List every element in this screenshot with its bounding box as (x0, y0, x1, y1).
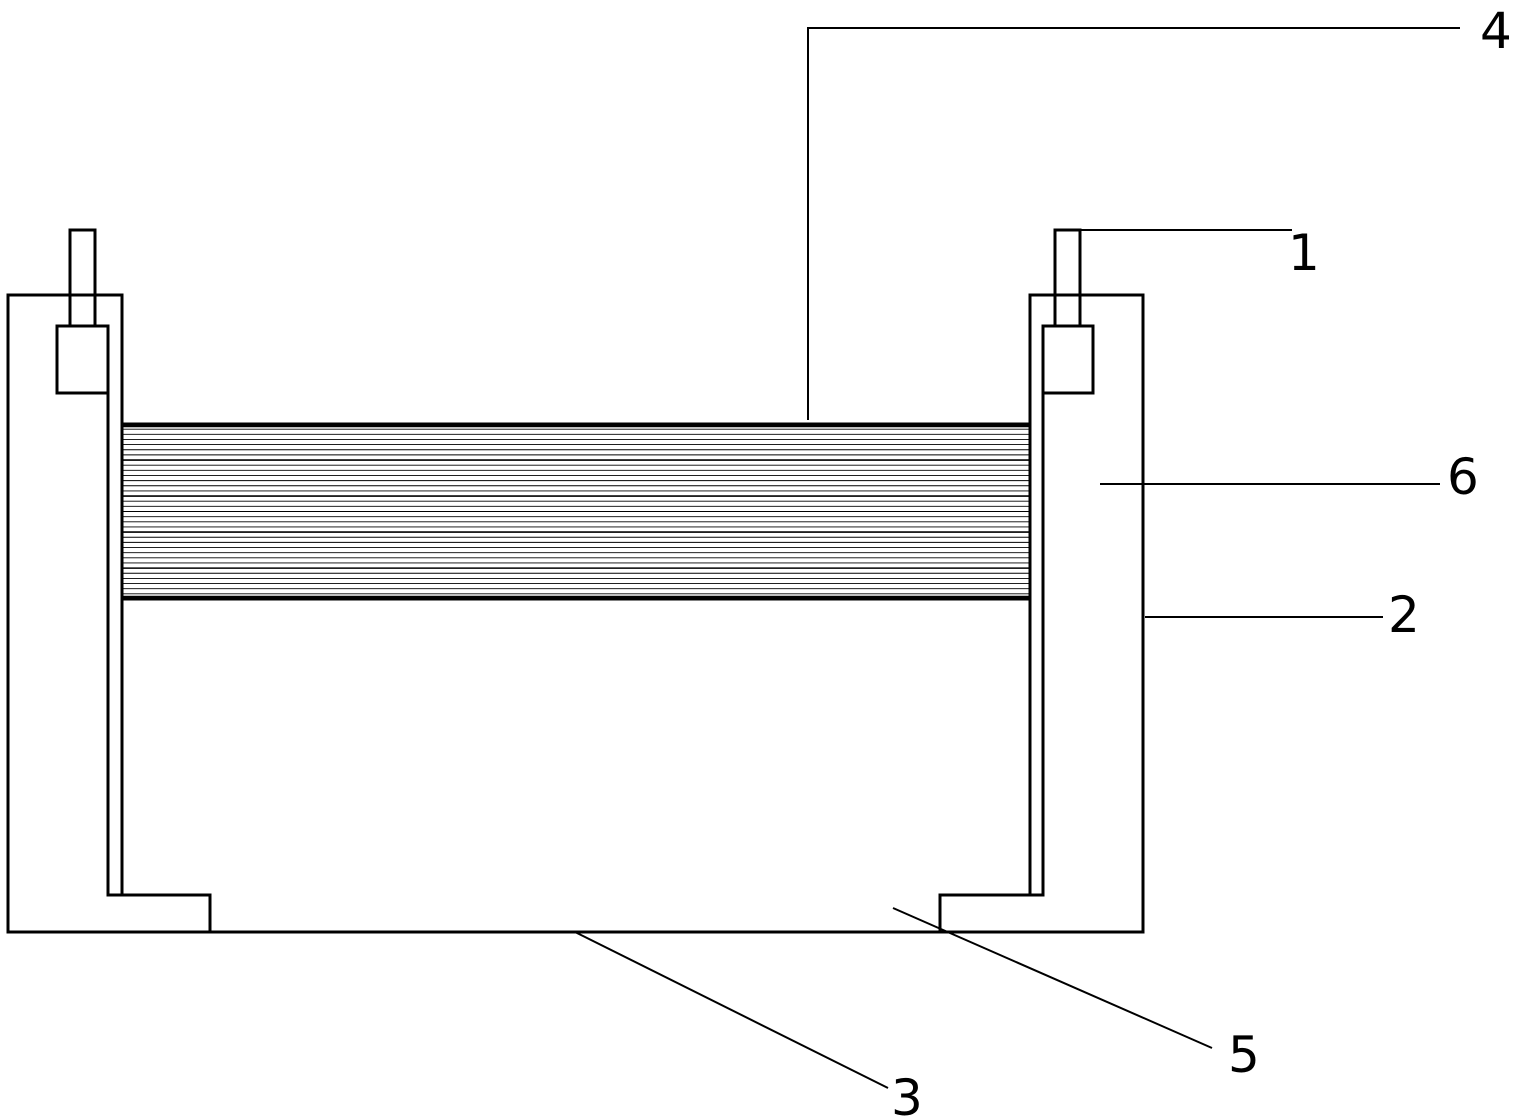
right-clamp-block (1041, 324, 1095, 395)
leader-lines (574, 27, 1460, 1089)
leader-3 (574, 931, 889, 1089)
housing-frame (6, 293, 1145, 934)
callout-3: 3 (891, 1069, 923, 1119)
leader-4 (807, 27, 1460, 420)
left-clamp-block (55, 324, 110, 395)
callout-6: 6 (1447, 448, 1479, 506)
left-clamp-rod (68, 228, 97, 328)
callout-labels: 4 1 6 2 5 3 (891, 2, 1512, 1119)
left-clamp (55, 228, 110, 395)
callout-4: 4 (1480, 2, 1512, 60)
callout-2: 2 (1388, 586, 1420, 644)
callout-5: 5 (1228, 1026, 1260, 1084)
right-clamp-rod (1053, 228, 1082, 328)
right-inner-wall (1028, 391, 1045, 897)
layered-stack (120, 422, 1032, 601)
left-inner-wall (106, 293, 124, 897)
right-clamp (1041, 228, 1095, 395)
leader-5 (892, 907, 1213, 1049)
callout-1: 1 (1288, 224, 1320, 282)
